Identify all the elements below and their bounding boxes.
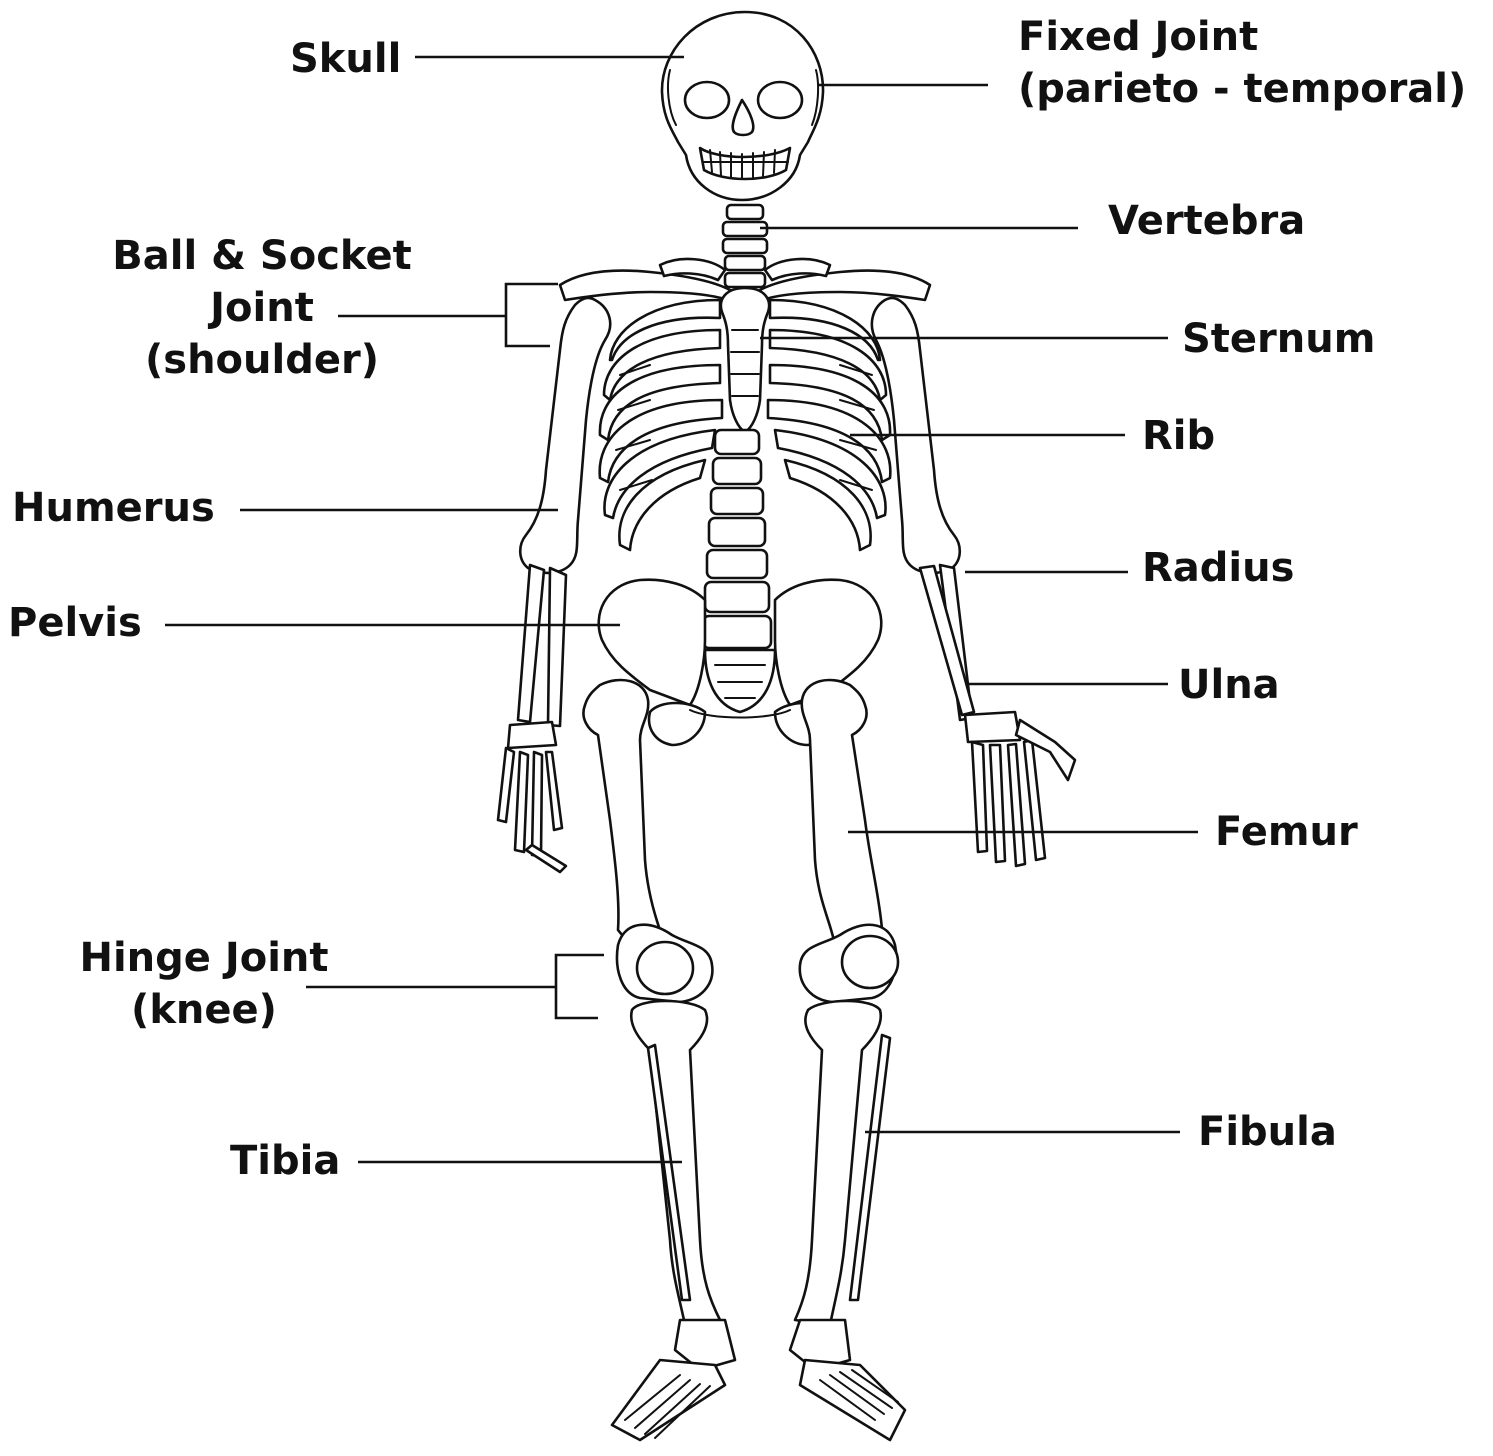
label-fibula: Fibula xyxy=(1198,1106,1337,1158)
label-fixed-joint: Fixed Joint (parieto - temporal) xyxy=(1018,11,1466,115)
label-sternum: Sternum xyxy=(1182,313,1375,365)
spine xyxy=(703,430,771,648)
label-humerus: Humerus xyxy=(12,482,215,534)
label-ball-socket-line1: Ball & Socket xyxy=(104,230,420,282)
label-fixed-joint-line1: Fixed Joint xyxy=(1018,11,1466,63)
label-vertebra: Vertebra xyxy=(1108,195,1305,247)
bracket-hinge-joint xyxy=(556,955,604,1018)
label-hinge-joint: Hinge Joint (knee) xyxy=(60,932,348,1036)
label-ball-socket-line3: (shoulder) xyxy=(104,334,420,386)
skull xyxy=(662,12,823,200)
label-ball-socket-joint: Ball & Socket Joint (shoulder) xyxy=(104,230,420,386)
right-leg xyxy=(790,680,905,1440)
label-fixed-joint-line2: (parieto - temporal) xyxy=(1018,63,1466,115)
bracket-ball-socket xyxy=(506,284,558,346)
label-hinge-joint-line1: Hinge Joint xyxy=(60,932,348,984)
label-rib: Rib xyxy=(1142,410,1215,462)
label-pelvis: Pelvis xyxy=(8,597,142,649)
right-arm xyxy=(872,298,1075,866)
left-arm xyxy=(498,298,610,872)
label-ulna: Ulna xyxy=(1178,659,1280,711)
cervical-vertebrae xyxy=(723,205,767,287)
label-tibia: Tibia xyxy=(230,1135,340,1187)
left-leg xyxy=(583,680,735,1440)
label-femur: Femur xyxy=(1215,806,1358,858)
label-radius: Radius xyxy=(1142,542,1294,594)
label-skull: Skull xyxy=(290,33,401,85)
sternum xyxy=(721,288,769,432)
label-ball-socket-line2: Joint xyxy=(104,282,420,334)
label-hinge-joint-line2: (knee) xyxy=(60,984,348,1036)
